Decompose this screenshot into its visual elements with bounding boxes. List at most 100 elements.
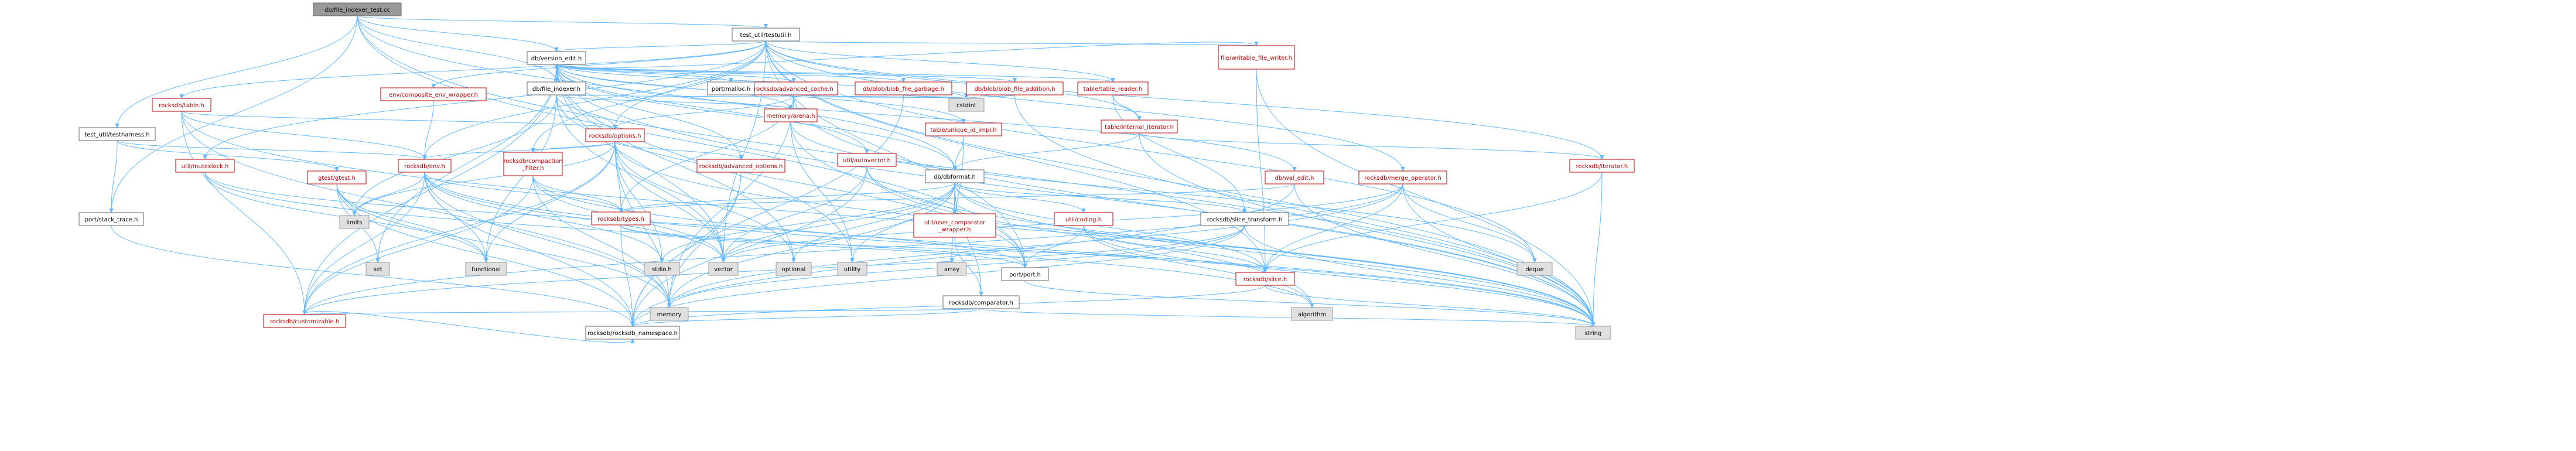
- node-utility: utility: [837, 262, 867, 276]
- edge-mergeop-to-memory: [669, 183, 1403, 308]
- node-memarena[interactable]: memory/arena.h: [764, 108, 818, 122]
- node-mutexlock[interactable]: util/mutexlock.h: [175, 159, 235, 173]
- node-label: functional: [472, 266, 501, 273]
- node-vector: vector: [708, 262, 739, 276]
- node-label: deque: [1525, 266, 1543, 273]
- node-roptions[interactable]: rocksdb/options.h: [585, 128, 645, 142]
- node-box: [942, 295, 1020, 309]
- node-internaliter[interactable]: table/internal_iterator.h: [1101, 119, 1178, 134]
- node-box: [1235, 272, 1295, 286]
- node-filewritable[interactable]: file/writable_file_writer.h: [1218, 45, 1295, 70]
- edge-filewritable-to-rslice: [1256, 69, 1265, 272]
- edge-compfilter-to-rcustom: [305, 175, 534, 315]
- edge-root-to-stacktrace: [111, 15, 358, 213]
- edge-rtable-to-memory: [181, 111, 669, 308]
- edge-walledit-to-rtypes: [621, 183, 1295, 212]
- edge-roptions-to-stdio: [614, 141, 662, 262]
- node-box: [966, 81, 1064, 95]
- node-gtest[interactable]: gtest/gtest.h: [307, 170, 367, 184]
- node-box: [263, 314, 346, 328]
- node-rnamespace[interactable]: rocksdb/rocksdb_namespace.h: [585, 326, 680, 340]
- edge-rcomparator-to-rcustom: [305, 308, 982, 315]
- node-label: util/autovector.h: [843, 158, 891, 164]
- node-autovector[interactable]: util/autovector.h: [837, 153, 897, 167]
- edge-testutil-to-vector: [723, 40, 766, 262]
- node-renv[interactable]: rocksdb/env.h: [398, 159, 452, 173]
- node-walledit[interactable]: db/wal_edit.h: [1265, 170, 1324, 184]
- edge-gtest-to-memory: [336, 183, 669, 308]
- edge-roptions-to-functional: [486, 141, 616, 262]
- node-root[interactable]: db/file_indexer_test.cc: [313, 2, 402, 16]
- node-label: memory/arena.h: [766, 113, 815, 119]
- edge-roptions-to-optional: [614, 141, 794, 262]
- node-portport[interactable]: port/port.h: [1001, 267, 1049, 281]
- node-mergeop[interactable]: rocksdb/merge_operator.h: [1358, 170, 1447, 184]
- edge-renv-to-string: [424, 172, 1593, 326]
- node-rslice[interactable]: rocksdb/slice.h: [1235, 272, 1295, 286]
- node-versionedit[interactable]: db/version_edit.h: [527, 51, 586, 65]
- edge-internaliter-to-dbformat: [955, 132, 1140, 170]
- node-dbformat[interactable]: db/dbformat.h: [925, 169, 985, 183]
- edge-testutil-to-compfilter: [533, 40, 766, 152]
- node-label: rocksdb/options.h: [589, 133, 641, 139]
- node-box: [696, 159, 785, 173]
- edge-versionedit-to-portmalloc: [556, 64, 731, 82]
- edge-rtypes-to-rslice: [620, 224, 1265, 272]
- node-box: [591, 211, 651, 226]
- node-envcomp[interactable]: env/composite_env_wrapper.h: [380, 87, 487, 101]
- node-blobgarbage[interactable]: db/blob/blob_file_garbage.h: [855, 81, 952, 95]
- node-advcache[interactable]: rocksdb/advanced_cache.h: [749, 81, 838, 95]
- node-stacktrace[interactable]: port/stack_trace.h: [78, 212, 144, 226]
- node-label: table/unique_id_impl.h: [930, 127, 996, 134]
- edge-autovector-to-string: [866, 166, 1593, 326]
- node-label: util/user_comparator: [924, 220, 986, 226]
- node-riterator[interactable]: rocksdb/iterator.h: [1569, 159, 1635, 173]
- edge-mergeop-to-deque: [1402, 183, 1535, 262]
- edge-roptions-to-renv: [425, 141, 616, 159]
- node-ucoding[interactable]: util/coding.h: [1054, 212, 1113, 226]
- edge-rcomparator-to-string: [980, 308, 1593, 326]
- edge-rtable-to-renv: [181, 111, 425, 159]
- node-box: [1001, 267, 1049, 281]
- edge-roptions-to-rcustom: [305, 141, 616, 315]
- node-box: [925, 169, 985, 183]
- node-blobaddition[interactable]: db/blob/blob_file_addition.h: [966, 81, 1064, 95]
- edge-versionedit-to-blobaddition: [556, 64, 1015, 82]
- node-rtypes[interactable]: rocksdb/types.h: [591, 211, 651, 226]
- node-box: [707, 81, 755, 95]
- edge-mergeop-to-rslice: [1265, 183, 1403, 272]
- edge-advcache-to-memory: [669, 94, 794, 308]
- node-fileindexer[interactable]: db/file_indexer.h: [527, 81, 586, 95]
- node-testharness[interactable]: test_util/testharness.h: [78, 127, 156, 141]
- node-rcustom[interactable]: rocksdb/customizable.h: [263, 314, 346, 328]
- node-portmalloc[interactable]: port/malloc.h: [707, 81, 755, 95]
- node-slicetransform[interactable]: rocksdb/slice_transform.h: [1200, 212, 1289, 226]
- edge-root-to-dbformat: [357, 15, 955, 170]
- node-rtable[interactable]: rocksdb/table.h: [152, 98, 211, 112]
- node-label: file/writable_file_writer.h: [1221, 55, 1292, 62]
- node-rcomparator[interactable]: rocksdb/comparator.h: [942, 295, 1020, 309]
- node-advoptions[interactable]: rocksdb/advanced_options.h: [696, 159, 785, 173]
- edge-dbformat-to-rtypes: [621, 182, 955, 212]
- node-ucompwrap[interactable]: util/user_comparator_wrapper.h: [913, 213, 996, 238]
- edge-renv-to-limits: [354, 172, 425, 216]
- edge-dbformat-to-slicetransform: [954, 182, 1245, 213]
- node-testutil[interactable]: test_util/testutil.h: [732, 28, 800, 42]
- node-label: port/stack_trace.h: [85, 217, 138, 223]
- node-box: [1291, 307, 1333, 321]
- node-box: [948, 98, 985, 112]
- node-box: [398, 159, 452, 173]
- edge-memarena-to-utility: [790, 121, 852, 262]
- edge-rcustom-to-rnamespace: [304, 310, 633, 342]
- node-box: [650, 307, 689, 321]
- node-uniqueid[interactable]: table/unique_id_impl.h: [925, 122, 1002, 136]
- node-compfilter[interactable]: rocksdb/compaction_filter.h: [503, 152, 563, 176]
- edge-mergeop-to-string: [1402, 183, 1593, 326]
- edge-testutil-to-riterator: [766, 40, 1603, 159]
- node-string: string: [1575, 326, 1611, 340]
- edge-testutil-to-tablereader: [766, 40, 1113, 82]
- node-label: algorithm: [1298, 312, 1326, 318]
- node-label: rocksdb/slice_transform.h: [1207, 217, 1283, 223]
- edge-roptions-to-limits: [354, 141, 616, 216]
- node-tablereader[interactable]: table/table_reader.h: [1077, 81, 1149, 95]
